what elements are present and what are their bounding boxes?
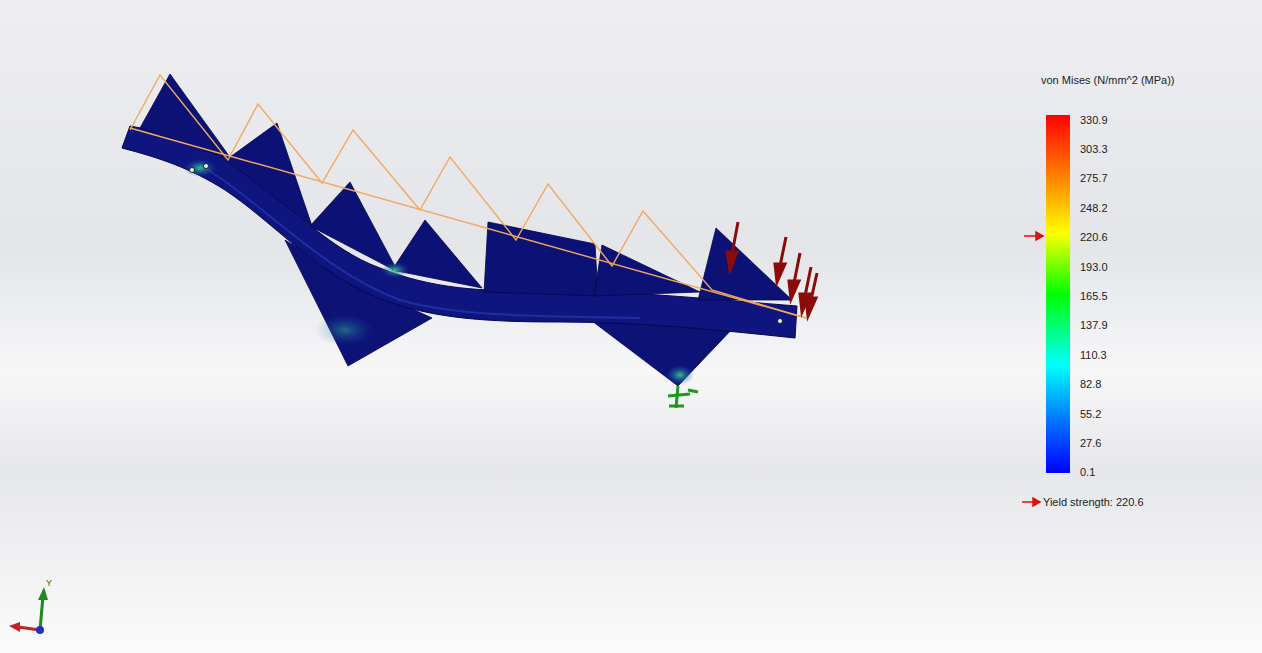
scale-value: 330.9 <box>1080 114 1108 127</box>
scale-value: 275.7 <box>1080 172 1108 185</box>
scale-value: 193.0 <box>1080 261 1108 274</box>
scale-value: 137.9 <box>1080 319 1108 332</box>
scale-value: 165.5 <box>1080 290 1108 303</box>
load-arrows <box>727 222 817 316</box>
axis-triad <box>9 587 48 634</box>
scale-value: 248.2 <box>1080 202 1108 215</box>
scale-value: 27.6 <box>1080 437 1101 450</box>
scale-value: 110.3 <box>1080 349 1107 362</box>
scale-value: 82.8 <box>1080 378 1101 391</box>
color-bar <box>1046 115 1070 473</box>
part-fins <box>140 74 792 300</box>
scale-value: 0.1 <box>1080 466 1095 479</box>
axis-letter: Y <box>46 577 52 590</box>
yield-marker <box>1022 232 1043 506</box>
scale-value: 220.6 <box>1080 231 1108 244</box>
scale-value: 303.3 <box>1080 143 1108 156</box>
fixture-symbol <box>668 386 698 408</box>
part-body <box>122 126 797 338</box>
scale-value: 55.2 <box>1080 408 1101 421</box>
bar-title: von Mises (N/mm^2 (MPa)) <box>1041 74 1175 87</box>
undeformed-outline <box>130 75 806 318</box>
yield-label: Yield strength: 220.6 <box>1043 496 1144 509</box>
